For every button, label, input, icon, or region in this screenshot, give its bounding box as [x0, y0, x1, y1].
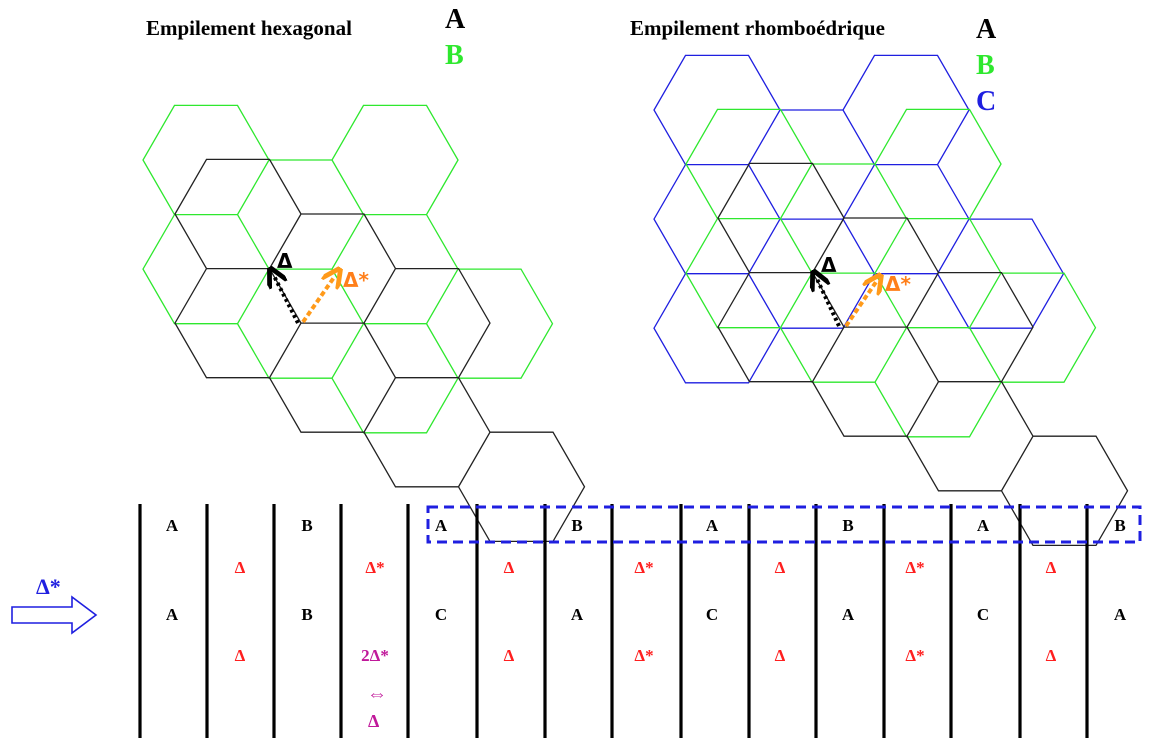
vector-label-row4: Δ: [504, 646, 515, 665]
vector-label-row4: Δ: [775, 646, 786, 665]
layer-label-row3: A: [1114, 605, 1127, 624]
left-delta-star-label: Δ*: [343, 268, 369, 292]
translation-arrow-label: Δ*: [36, 574, 61, 599]
vector-label-row2: Δ*: [634, 558, 653, 577]
vector-label-row2: Δ: [504, 558, 515, 577]
layer-label-row1: A: [977, 516, 990, 535]
vector-label-row4: Δ: [1046, 646, 1057, 665]
layer-label-row3: A: [166, 605, 179, 624]
layer-label-row1: A: [706, 516, 719, 535]
vector-label-row4: Δ*: [634, 646, 653, 665]
layer-label-row3: A: [842, 605, 855, 624]
layer-label-row3: C: [706, 605, 718, 624]
translation-arrow-icon: [11, 595, 98, 635]
left-delta-label: Δ: [277, 249, 293, 273]
layer-label-row3: A: [571, 605, 584, 624]
layer-label-row1: A: [166, 516, 179, 535]
vector-label-row2: Δ: [775, 558, 786, 577]
right-title: Empilement rhomboédrique: [630, 16, 885, 40]
right-legend-a: A: [976, 14, 997, 45]
left-delta-star-arrow: [301, 276, 335, 324]
vector-label-row4: Δ*: [905, 646, 924, 665]
equivalence-delta: Δ: [368, 711, 379, 731]
vector-label-row2: Δ*: [905, 558, 924, 577]
layer-label-row1: B: [1114, 516, 1125, 535]
layer-label-row3: C: [435, 605, 447, 624]
right-legend-c: C: [976, 86, 996, 117]
vector-label-row2: Δ: [235, 558, 246, 577]
left-hex-lattice: [142, 104, 586, 543]
vector-label-row4: 2Δ*: [361, 646, 389, 665]
vector-label-row4: Δ: [235, 646, 246, 665]
sequence-labels: A B A B A B A B Δ Δ* Δ Δ* Δ Δ* Δ A B C A C A C A Δ 2Δ* Δ Δ* Δ Δ* Δ: [166, 516, 1127, 665]
left-title: Empilement hexagonal: [146, 16, 352, 40]
vector-label-row2: Δ: [1046, 558, 1057, 577]
layer-label-row1: B: [842, 516, 853, 535]
layer-label-row3: B: [301, 605, 312, 624]
right-delta-label: Δ: [821, 253, 837, 277]
left-delta-arrow: [274, 276, 300, 324]
right-delta-star-label: Δ*: [885, 272, 911, 296]
layer-label-row1: B: [301, 516, 312, 535]
left-legend-a: A: [445, 4, 466, 35]
right-layer-c-hexagons: [653, 54, 1065, 384]
right-delta-arrow: [817, 279, 841, 327]
period-highlight-box: [426, 505, 1142, 544]
equivalence-symbol: ⇔: [367, 683, 387, 705]
right-hex-lattice: [653, 54, 1129, 547]
layer-label-row3: C: [977, 605, 989, 624]
sequence-separators: [138, 504, 1089, 738]
left-legend-b: B: [445, 40, 464, 71]
left-layer-a-hexagons: [174, 158, 586, 543]
layer-label-row1: A: [435, 516, 448, 535]
right-legend-b: B: [976, 50, 995, 81]
vector-label-row2: Δ*: [365, 558, 384, 577]
right-delta-star-arrow: [844, 282, 876, 328]
layer-label-row1: B: [571, 516, 582, 535]
